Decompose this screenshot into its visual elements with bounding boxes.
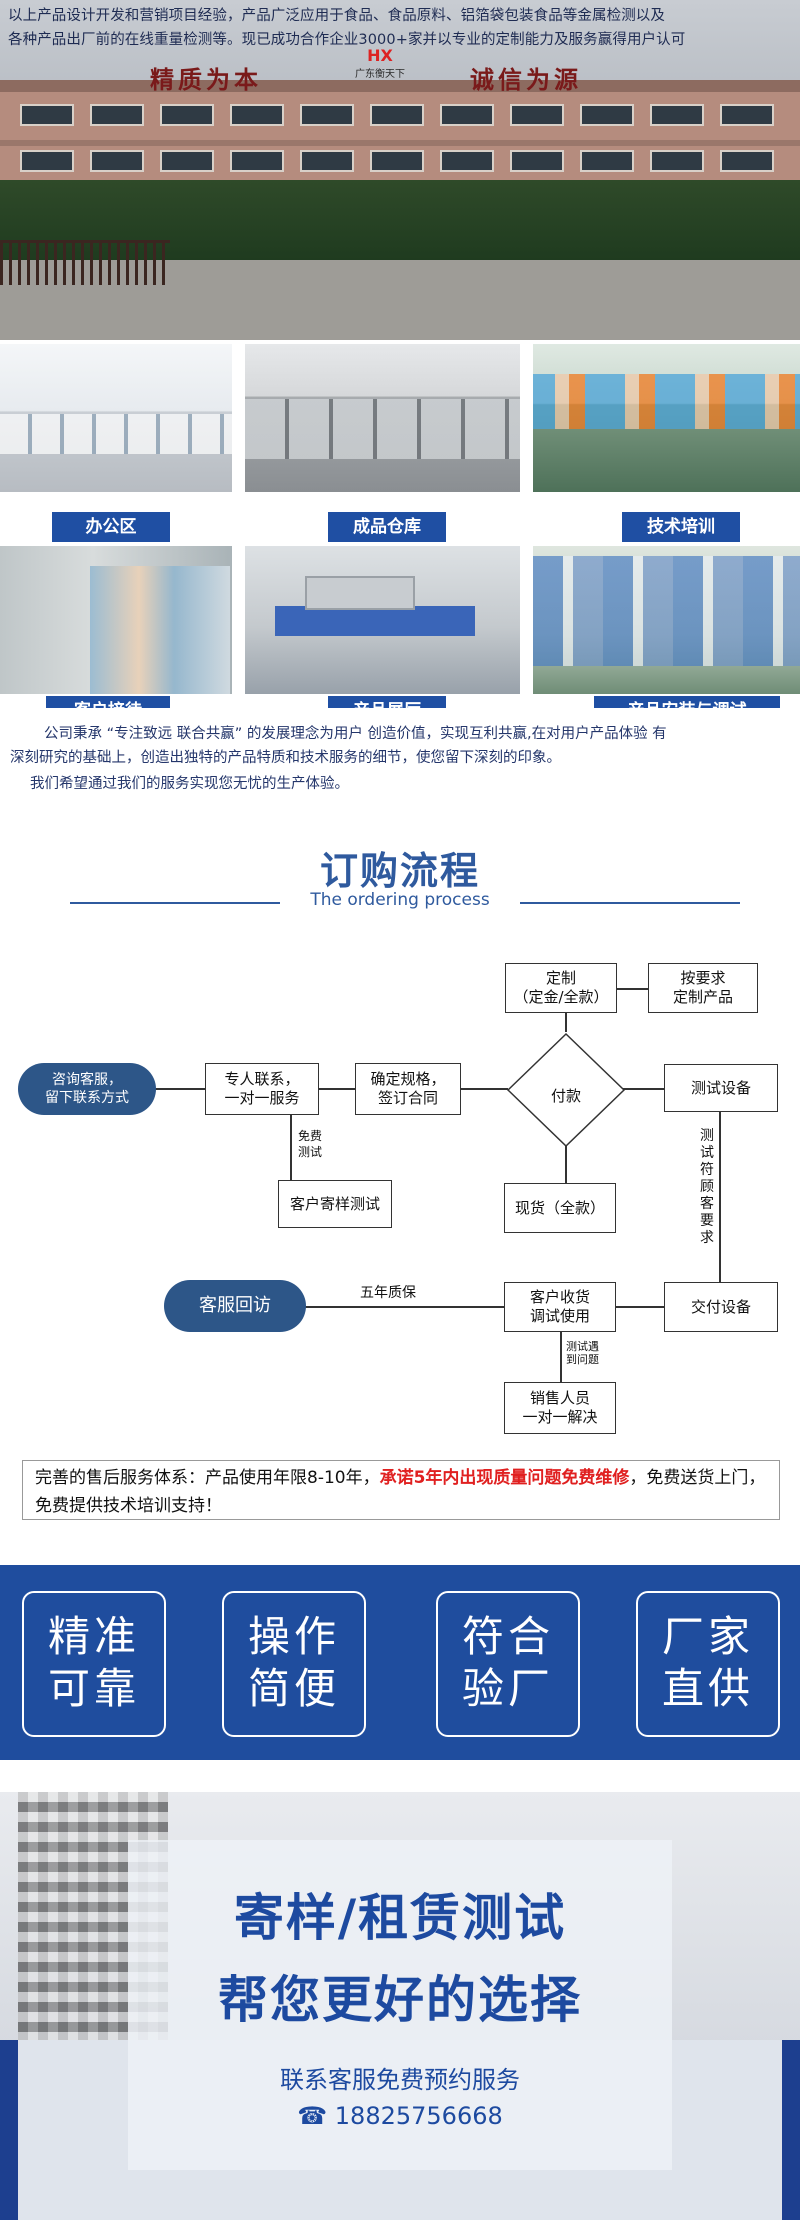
intro-line-2: 各种产品出厂前的在线重量检测等。现已成功合作企业3000+家并以专业的定制能力及… [8, 32, 686, 48]
feature-band: 精准 可靠 操作 简便 符合 验厂 厂家 直供 [0, 1565, 800, 1760]
step-payment-label: 付款 [550, 1087, 581, 1105]
service-text-end: ，免费送货上门，免费提供技术培训支持！ [35, 1468, 766, 1516]
step-stock-purchase: 现货（全款） [504, 1183, 616, 1233]
feature-accurate: 精准 可靠 [22, 1591, 166, 1737]
about-line-2: 深刻研究的基础上，创造出独特的产品特质和技术服务的细节，使您留下深刻的印象。 [10, 750, 561, 766]
sign-slogan-left: 精质为本 [150, 66, 262, 94]
caption-training: 技术培训 [622, 512, 740, 542]
process-flowchart: 咨询客服， 留下联系方式 专人联系， 一对一服务 确定规格， 签订合同 付款 定… [0, 940, 800, 1460]
feature-audit: 符合 验厂 [436, 1591, 580, 1737]
feature-direct: 厂家 直供 [636, 1591, 780, 1737]
phone-icon: ☎ [297, 2102, 328, 2130]
photo-warehouse [245, 344, 520, 492]
step-custom-order: 定制 （定金/全款） [505, 963, 617, 1013]
factory-sign: 精质为本 HX 广东衡天下 诚信为源 [140, 46, 620, 94]
about-section: 公司秉承 “专注致远 联合共赢” 的发展理念为用户 创造价值，实现互利共赢,在对… [0, 708, 800, 818]
free-test-note: 免费 测试 [298, 1129, 323, 1159]
service-text-start: 完善的售后服务体系：产品使用年限8-10年， [35, 1468, 380, 1488]
feature-easy: 操作 简便 [222, 1591, 366, 1737]
feature-accurate-l1: 精准 [47, 1612, 140, 1661]
step-sales-resolve: 销售人员 一对一解决 [504, 1382, 616, 1434]
feature-direct-l2: 直供 [661, 1664, 754, 1713]
after-sales-notice: 完善的售后服务体系：产品使用年限8-10年，承诺5年内出现质量问题免费维修，免费… [22, 1460, 780, 1520]
title-rule-right [520, 902, 740, 904]
step-consult: 咨询客服， 留下联系方式 [18, 1063, 156, 1115]
feature-easy-l1: 操作 [247, 1612, 340, 1661]
banner-panel [128, 1840, 672, 2170]
feature-audit-l1: 符合 [461, 1612, 554, 1661]
photo-showroom [245, 546, 520, 694]
feature-audit-l2: 验厂 [461, 1664, 554, 1713]
photo-training [533, 344, 800, 492]
title-rule-left [70, 902, 280, 904]
feature-easy-l2: 简便 [247, 1664, 340, 1713]
fence [0, 240, 170, 285]
step-customer-revisit: 客服回访 [164, 1280, 306, 1332]
photo-reception [0, 546, 232, 694]
meets-requirements-note: 测试符顾客要求 [700, 1128, 714, 1246]
service-warranty-highlight: 承诺5年内出现质量问题免费维修 [379, 1468, 630, 1488]
intro-line-1: 以上产品设计开发和营销项目经验，产品广泛应用于食品、食品原料、铝箔袋包装食品等金… [8, 8, 665, 24]
process-subtitle: The ordering process [310, 890, 490, 910]
company-logo: HX 广东衡天下 [340, 46, 420, 80]
sample-test-banner: 寄样/租赁测试 帮您更好的选择 联系客服免费预约服务 ☎ 18825756668 [0, 1760, 800, 2220]
step-custom-made: 按要求 定制产品 [648, 963, 758, 1013]
logo-text: 广东衡天下 [355, 69, 405, 80]
phone-number[interactable]: 18825756668 [334, 2102, 503, 2130]
feature-direct-l1: 厂家 [661, 1612, 754, 1661]
step-payment-diamond [506, 1032, 626, 1148]
logo-mark: HX [367, 46, 393, 65]
factory-hero: 精质为本 HX 广东衡天下 诚信为源 以上产品设计开发和营销项目经验，产品广泛应… [0, 0, 800, 340]
step-deliver-equipment: 交付设备 [664, 1282, 778, 1332]
photo-installation [533, 546, 800, 694]
about-line-1: 公司秉承 “专注致远 联合共赢” 的发展理念为用户 创造价值，实现互利共赢,在对… [44, 726, 667, 742]
photo-office [0, 344, 232, 492]
banner-title-1: 寄样/租赁测试 [233, 1889, 567, 1947]
step-confirm-contract: 确定规格， 签订合同 [355, 1063, 461, 1115]
warranty-note: 五年质保 [360, 1285, 416, 1301]
banner-phone[interactable]: ☎ 18825756668 [0, 2102, 800, 2130]
feature-accurate-l2: 可靠 [47, 1664, 140, 1713]
step-dedicated-contact: 专人联系， 一对一服务 [205, 1063, 319, 1115]
sign-slogan-right: 诚信为源 [470, 66, 582, 94]
process-title: 订购流程 [319, 849, 480, 893]
caption-warehouse: 成品仓库 [328, 512, 446, 542]
photo-grid: 办公区 成品仓库 技术培训 客户接待 产品展厅 产品安装与调试 [0, 340, 800, 726]
issue-note: 测试遇 到问题 [566, 1340, 599, 1366]
step-customer-receive: 客户收货 调试使用 [504, 1282, 616, 1332]
step-sample-test: 客户寄样测试 [278, 1180, 392, 1228]
banner-subtitle: 联系客服免费预约服务 [280, 2066, 520, 2094]
caption-office: 办公区 [52, 512, 170, 542]
banner-title-2: 帮您更好的选择 [218, 1971, 582, 2029]
about-line-3: 我们希望通过我们的服务实现您无忧的生产体验。 [30, 776, 349, 792]
step-test-equipment: 测试设备 [664, 1064, 778, 1112]
